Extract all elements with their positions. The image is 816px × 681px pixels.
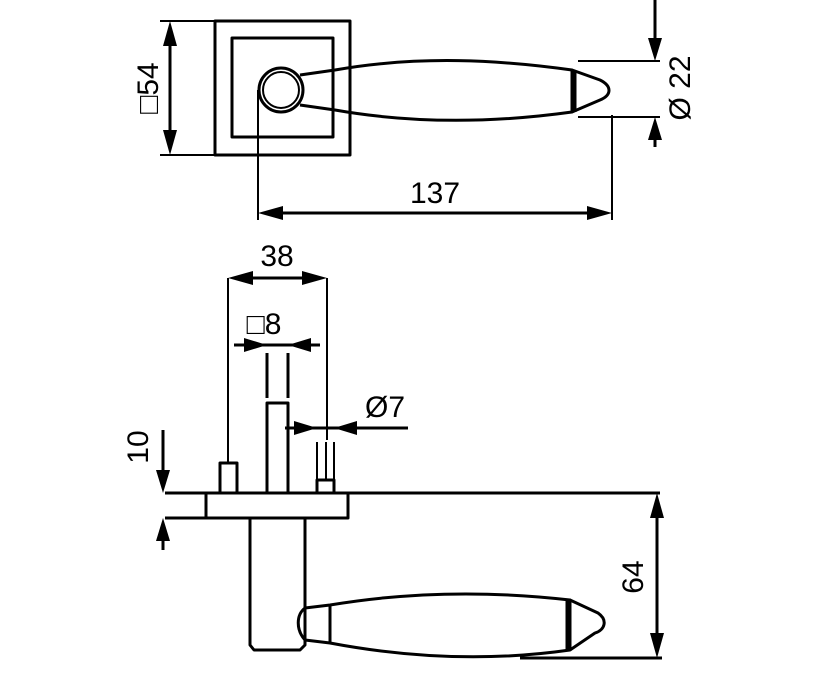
rose-depth-label: 38	[260, 240, 293, 273]
rose-size-label: □54	[132, 62, 165, 114]
rose-thickness-label: 10	[122, 430, 155, 463]
left-pin	[218, 461, 239, 495]
lever-neck-side	[248, 518, 307, 652]
spindle-label: □8	[247, 308, 282, 341]
lever-body-side	[296, 592, 572, 659]
lever-length-label: 137	[410, 177, 460, 210]
lever-diameter-label: Ø 22	[664, 55, 697, 120]
right-pin	[315, 478, 336, 495]
rose-outer	[213, 19, 352, 157]
lever-tip	[571, 68, 611, 114]
rose-inner	[230, 36, 335, 139]
pin-diameter-label: Ø7	[365, 391, 405, 424]
lever-neck	[257, 66, 305, 114]
lever-tip-side	[569, 598, 606, 652]
rose-plate	[204, 491, 350, 520]
lever-offset-label: 64	[617, 560, 650, 593]
lever-body	[299, 59, 574, 122]
spindle	[265, 401, 290, 493]
side-view: 38 □8 Ø7 10 64	[122, 240, 664, 660]
top-view: □54 137 Ø 22	[132, 0, 697, 220]
